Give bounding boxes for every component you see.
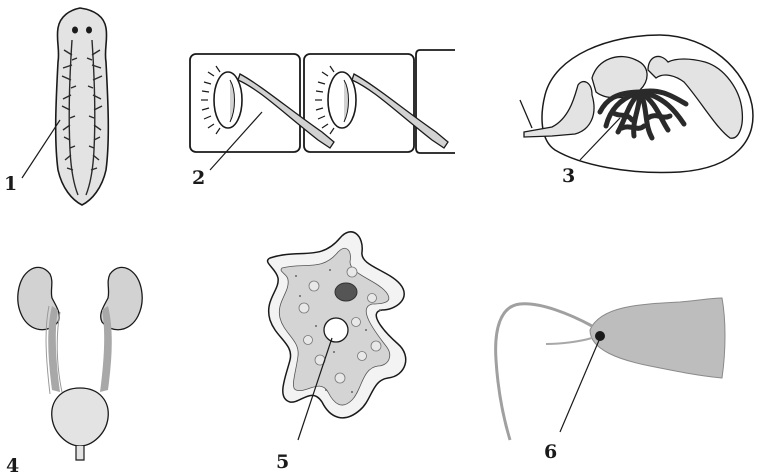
panel-5-amoeba: 5 bbox=[266, 231, 407, 473]
flatworm-eyespot-right bbox=[86, 26, 92, 34]
segment-box-1 bbox=[189, 53, 301, 153]
urethra bbox=[75, 446, 85, 461]
panel-3-malpighian-tubules: 3 bbox=[519, 34, 754, 187]
gut-anterior bbox=[523, 81, 595, 138]
segment-box-2 bbox=[303, 53, 415, 153]
panel-6-flagellate: 6 bbox=[494, 297, 726, 463]
label-4: 4 bbox=[6, 455, 19, 476]
flagellum bbox=[494, 302, 593, 441]
panel-2-flame-cells: 2 bbox=[189, 49, 455, 189]
ureter-left bbox=[48, 306, 60, 392]
label-1: 1 bbox=[4, 173, 17, 195]
amoeba-nucleus bbox=[334, 282, 358, 302]
eyespot bbox=[595, 331, 605, 341]
label-3: 3 bbox=[562, 165, 575, 187]
ureter-left-outline bbox=[45, 305, 63, 395]
ureter-right bbox=[100, 306, 112, 392]
rectum-duct bbox=[519, 99, 533, 129]
segment-box-3 bbox=[415, 49, 455, 154]
pointer-line-3 bbox=[579, 117, 621, 161]
flame-cell-2 bbox=[315, 65, 449, 149]
flatworm-eyespot-left bbox=[72, 26, 78, 34]
tubule-cluster bbox=[597, 88, 689, 141]
amoeba-food-vacuoles bbox=[298, 266, 382, 384]
flatworm-body bbox=[54, 7, 110, 206]
flagellum-short bbox=[545, 337, 593, 345]
panel-1-flatworm: 1 bbox=[4, 7, 110, 206]
pointer-line-1 bbox=[21, 119, 61, 179]
panel-4-kidneys: 4 bbox=[6, 266, 143, 476]
bladder bbox=[51, 387, 109, 447]
flagellate-body bbox=[589, 297, 726, 379]
label-2: 2 bbox=[192, 167, 205, 189]
label-5: 5 bbox=[276, 451, 289, 473]
label-6: 6 bbox=[544, 441, 557, 463]
pointer-line-6 bbox=[559, 337, 601, 433]
pointer-line-2 bbox=[209, 111, 263, 171]
pointer-line-5 bbox=[297, 337, 333, 441]
flatworm-excretory-canals bbox=[61, 39, 103, 196]
contractile-vacuole bbox=[323, 317, 349, 343]
gut-hindgut bbox=[647, 55, 744, 139]
flame-cell-1 bbox=[201, 65, 335, 149]
